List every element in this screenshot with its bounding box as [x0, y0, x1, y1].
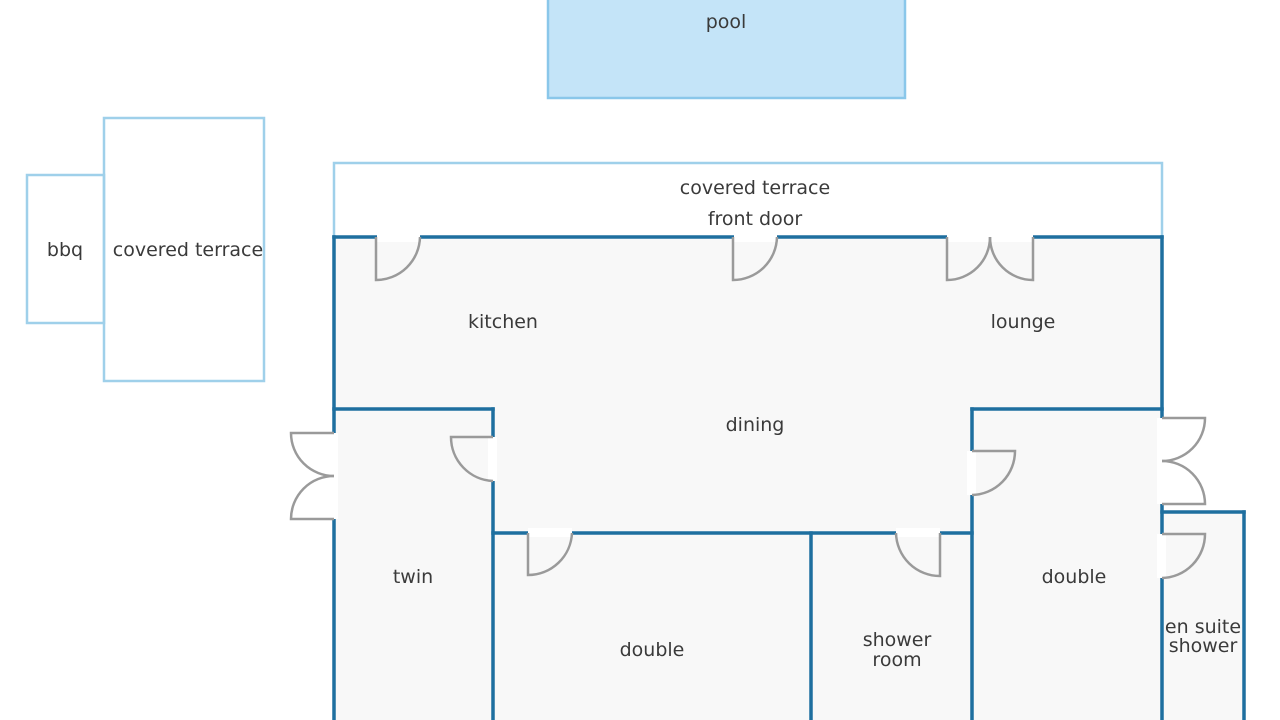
door-twin-outside-top [289, 431, 335, 478]
door-twin [449, 435, 494, 483]
door-double-middle [526, 532, 574, 577]
door-double-right [971, 449, 1017, 497]
label-shower-room-line2: room [872, 649, 921, 671]
label-double-right: double [1042, 566, 1107, 588]
door-right-outside-bottom [1161, 459, 1207, 506]
door-shower-room [894, 532, 942, 578]
doors [289, 236, 1207, 580]
label-covered-terrace-top: covered terrace [680, 177, 830, 199]
pool-area [546, 0, 907, 100]
label-kitchen: kitchen [468, 311, 538, 333]
door-right-outside-top [1161, 416, 1207, 463]
door-lounge-right [988, 236, 1035, 282]
door-front [731, 236, 779, 282]
door-kitchen [374, 236, 422, 282]
labels: pool bbq covered terrace covered terrace… [47, 11, 1241, 671]
label-twin: twin [393, 566, 433, 588]
label-en-suite-line1: en suite [1165, 616, 1241, 638]
label-shower-room-line1: shower [863, 629, 932, 651]
label-lounge: lounge [991, 311, 1056, 333]
label-front-door: front door [708, 208, 803, 230]
house-floor [334, 237, 1244, 720]
door-en-suite [1161, 532, 1207, 580]
label-pool: pool [706, 11, 747, 33]
label-en-suite-line2: shower [1169, 635, 1238, 657]
label-bbq: bbq [47, 239, 83, 261]
door-lounge-left [945, 236, 992, 282]
label-covered-terrace-left: covered terrace [113, 239, 263, 261]
covered-terrace-left-area [102, 116, 266, 383]
label-double-middle: double [620, 639, 685, 661]
door-twin-outside-bottom [289, 474, 335, 521]
label-dining: dining [726, 414, 785, 436]
